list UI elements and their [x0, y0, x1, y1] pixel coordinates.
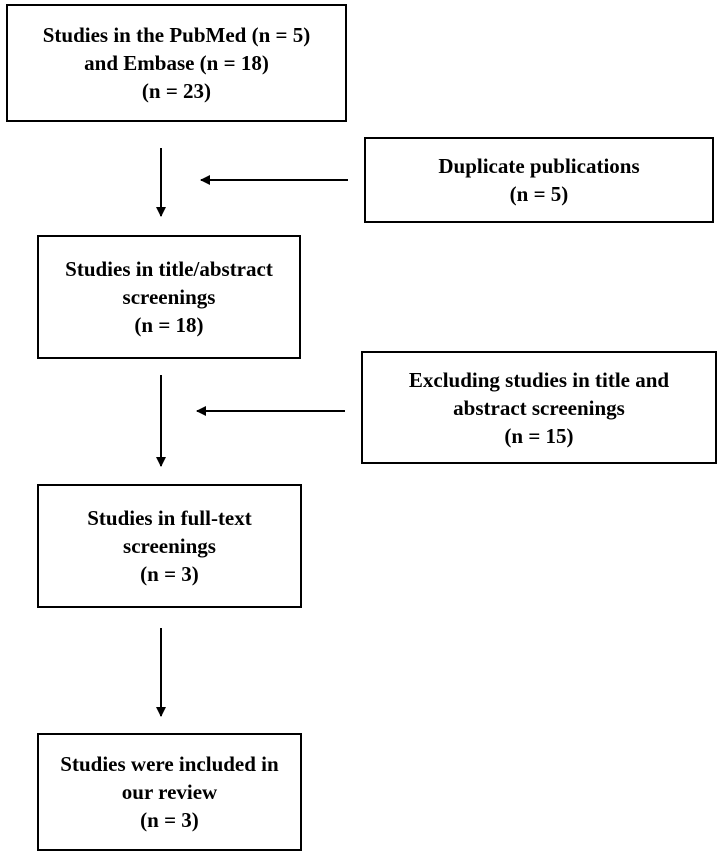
- excluded-line-1: Excluding studies in title and: [408, 367, 670, 392]
- excluded-box: Excluding studies in title and abstract …: [361, 351, 717, 464]
- excluded-line-2: abstract screenings: [453, 395, 625, 420]
- identification-line-1: Studies in the PubMed (n = 5): [42, 23, 311, 47]
- identification-line-2: and Embase (n = 18): [84, 51, 269, 75]
- title-abstract-box: Studies in title/abstract screenings (n …: [37, 235, 301, 359]
- identification-line-3: (n = 23): [141, 79, 212, 103]
- excluded-line-3: (n = 15): [504, 423, 574, 448]
- included-line-1: Studies were included in: [60, 752, 279, 776]
- duplicates-box: Duplicate publications (n = 5): [364, 137, 714, 223]
- title-abstract-line-1: Studies in title/abstract: [65, 257, 273, 281]
- duplicates-line-2: (n = 5): [509, 182, 569, 206]
- full-text-line-1: Studies in full-text: [87, 506, 252, 530]
- full-text-line-3: (n = 3): [140, 562, 199, 586]
- full-text-box: Studies in full-text screenings (n = 3): [37, 484, 302, 608]
- title-abstract-line-2: screenings: [122, 285, 216, 309]
- identification-box: Studies in the PubMed (n = 5) and Embase…: [6, 4, 347, 122]
- included-line-2: our review: [121, 780, 218, 804]
- title-abstract-line-3: (n = 18): [134, 313, 204, 337]
- full-text-line-2: screenings: [123, 534, 216, 558]
- included-box: Studies were included in our review (n =…: [37, 733, 302, 851]
- included-line-3: (n = 3): [140, 808, 199, 832]
- duplicates-line-1: Duplicate publications: [438, 154, 640, 178]
